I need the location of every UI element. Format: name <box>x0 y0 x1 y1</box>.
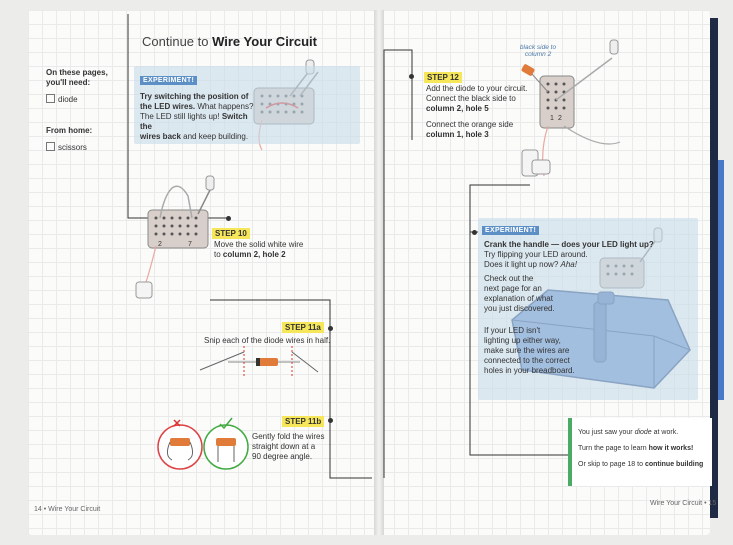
step12-text: Add the diode to your circuit. Connect t… <box>426 84 536 140</box>
board-label-col7: 7 <box>188 241 192 248</box>
flow-line-left-3 <box>329 330 372 479</box>
exp-left-line2b: the LED wires. <box>140 102 196 111</box>
title-bold: Wire Your Circuit <box>212 34 317 49</box>
exp-left-line4b: wires back <box>140 132 181 141</box>
board-label-1: 1 <box>550 115 554 122</box>
experiment-troubleshoot: If your LED isn't lighting up either way… <box>484 326 584 376</box>
exp-left-line1: Try switching the position of <box>140 92 249 101</box>
exp-p3-4: connected to the correct <box>484 356 570 365</box>
note-line1-post: at work. <box>651 429 679 436</box>
exp-left-line3: The LED still lights up! <box>140 112 222 121</box>
step10-line2-pre: to <box>214 250 223 259</box>
left-footer: 14 • Wire Your Circuit <box>34 506 101 513</box>
experiment-box-right <box>478 218 698 400</box>
book-spine <box>374 10 384 535</box>
cover-edge <box>710 18 718 518</box>
exp-right-line2: Try flipping your LED around. <box>484 250 588 259</box>
exp-p2-1: Check out the <box>484 274 534 283</box>
step12-line4: Connect the orange side <box>426 120 514 129</box>
step11b-text: Gently fold the wires straight down at a… <box>252 432 332 462</box>
step10-label: STEP 10 <box>212 228 250 239</box>
step11a-label: STEP 11a <box>282 322 324 333</box>
note-line3-pre: Or skip to page 18 to <box>578 461 645 468</box>
diode-callout: black side to column 2 <box>519 44 557 58</box>
note-line2-bold[interactable]: how it works! <box>648 445 694 452</box>
step11a-marker <box>328 326 333 331</box>
experiment-explanation: Check out the next page for an explanati… <box>484 274 574 314</box>
step11b-label: STEP 11b <box>282 416 325 427</box>
board-label-col2: 2 <box>158 241 162 248</box>
material-diode: diode <box>46 94 78 105</box>
breadboard-step10 <box>135 175 215 299</box>
fold-examples <box>157 417 249 470</box>
exp-right-line1: Crank the handle — does your LED light u… <box>484 240 654 249</box>
exp-right-line3-italic: Aha! <box>560 260 577 269</box>
experiment-tag-right: EXPERIMENT! <box>482 226 540 235</box>
next-page-note <box>568 418 712 486</box>
exp-p3-1: If your LED isn't <box>484 326 541 335</box>
step11b-line1: Gently fold the wires <box>252 432 325 441</box>
step11b-line3: 90 degree angle. <box>252 452 313 461</box>
material-diode-label: diode <box>58 95 78 104</box>
title-prefix: Continue to <box>142 34 213 49</box>
flow-line-left-2 <box>210 299 331 330</box>
material-scissors: scissors <box>46 142 87 153</box>
exp-right-line3: Does it light up now? <box>484 260 561 269</box>
exp-p3-3: make sure the wires are <box>484 346 570 355</box>
cover-edge-accent <box>718 160 724 400</box>
material-scissors-label: scissors <box>58 143 87 152</box>
note-line2-pre: Turn the page to learn <box>578 445 649 452</box>
step12-line3: column 2, hole 5 <box>426 104 489 113</box>
step12-label: STEP 12 <box>424 72 462 83</box>
step12-line1: Add the diode to your circuit. <box>426 84 528 93</box>
flow-line-right-1 <box>383 49 413 478</box>
exp-p2-3: explanation of what <box>484 294 553 303</box>
step12-line5: column 1, hole 3 <box>426 130 489 139</box>
exp-p3-2: lighting up either way, <box>484 336 561 345</box>
note-line3-bold[interactable]: continue building <box>644 461 704 468</box>
right-footer: Wire Your Circuit • 15 <box>650 500 717 507</box>
materials-line-1: On these pages, <box>46 68 108 77</box>
step12-marker <box>409 74 414 79</box>
step10-line2-bold: column 2, hole 2 <box>222 250 286 259</box>
experiment-text-left: Try switching the position of the LED wi… <box>140 92 254 142</box>
diode-snip-illustration <box>199 346 319 378</box>
home-heading: From home: <box>46 126 93 135</box>
exp-left-line2: What happens? <box>195 102 254 111</box>
exp-left-line3b: Switch the <box>140 112 248 131</box>
experiment-text-right: Crank the handle — does your LED light u… <box>484 240 684 270</box>
step11a-text: Snip each of the diode wires in half. <box>204 336 331 345</box>
checkbox-icon <box>46 142 55 151</box>
experiment-tag-left: EXPERIMENT! <box>140 76 198 85</box>
step10-line1: Move the solid white wire <box>214 240 304 249</box>
page-title: Continue to Wire Your Circuit <box>142 34 317 49</box>
exp-p3-5: holes in your breadboard. <box>484 366 575 375</box>
step11b-line2: straight down at a <box>252 442 316 451</box>
exp-p2-4: you just discovered. <box>484 304 555 313</box>
step11b-marker <box>328 418 333 423</box>
materials-heading: On these pages, you'll need: <box>46 68 108 88</box>
materials-line-2: you'll need: <box>46 78 91 87</box>
exp-p2-2: next page for an <box>484 284 542 293</box>
note-text: You just saw your diode at work. Turn th… <box>578 428 706 470</box>
exp-left-line4: and keep building. <box>180 132 249 141</box>
step10-text: Move the solid white wire to column 2, h… <box>214 240 334 260</box>
note-line1-pre: You just saw your <box>578 429 635 436</box>
step10-marker <box>226 216 231 221</box>
board-label-2: 2 <box>558 115 562 122</box>
checkbox-icon <box>46 94 55 103</box>
step12-line2: Connect the black side to <box>426 94 516 103</box>
experiment-marker-right <box>472 230 477 235</box>
note-line1-em: diode <box>634 429 652 436</box>
breadboard-step12 <box>521 39 621 177</box>
flow-line-right-3 <box>469 232 568 456</box>
